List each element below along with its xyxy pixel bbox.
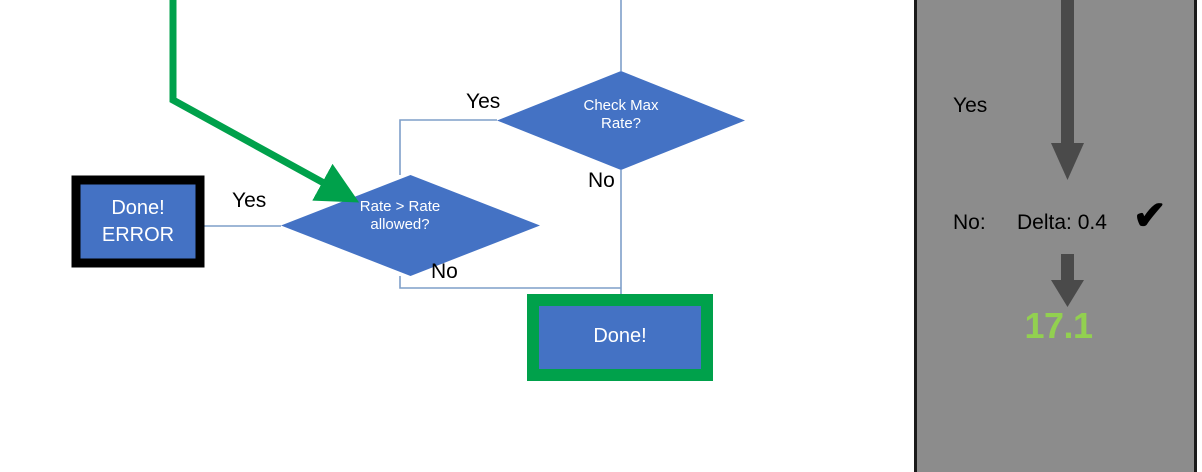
panel-result-value: 17.1	[1024, 305, 1093, 346]
highlight-path-green	[169, 0, 360, 203]
side-panel-vector-layer	[1051, 0, 1084, 307]
short-down-arrow-icon	[1051, 254, 1084, 307]
edge-label-yes-to-done-error: Yes	[232, 189, 267, 212]
node-rate-allowed[interactable]	[281, 175, 540, 276]
node-check-max-rate[interactable]	[497, 71, 745, 170]
node-done[interactable]	[527, 294, 713, 381]
panel-yes-label: Yes	[953, 94, 988, 117]
node-done-error[interactable]	[71, 175, 205, 268]
edge-label-yes-from-check-max-rate: Yes	[466, 90, 501, 113]
check-mark-icon: ✔	[1133, 194, 1167, 238]
connector-lines	[200, 0, 622, 294]
node-rate-allowed-shape	[281, 175, 540, 276]
side-panel: Yes No: Delta: 0.4 ✔ 17.1	[914, 0, 1197, 472]
connector-check-max-yes-to-rate-allowed	[399, 119, 497, 175]
edge-label-no-from-rate-allowed: No	[431, 260, 458, 283]
panel-delta-value: Delta: 0.4	[1017, 211, 1107, 234]
connector-rate-allowed-no-to-done	[399, 276, 621, 289]
node-done-error-shape	[71, 175, 205, 268]
node-done-shape	[527, 294, 713, 381]
edge-label-no-from-check-max-rate: No	[588, 169, 615, 192]
node-check-max-rate-shape	[497, 71, 745, 170]
panel-no-label: No:	[953, 211, 986, 234]
long-down-arrow-icon	[1051, 0, 1084, 180]
